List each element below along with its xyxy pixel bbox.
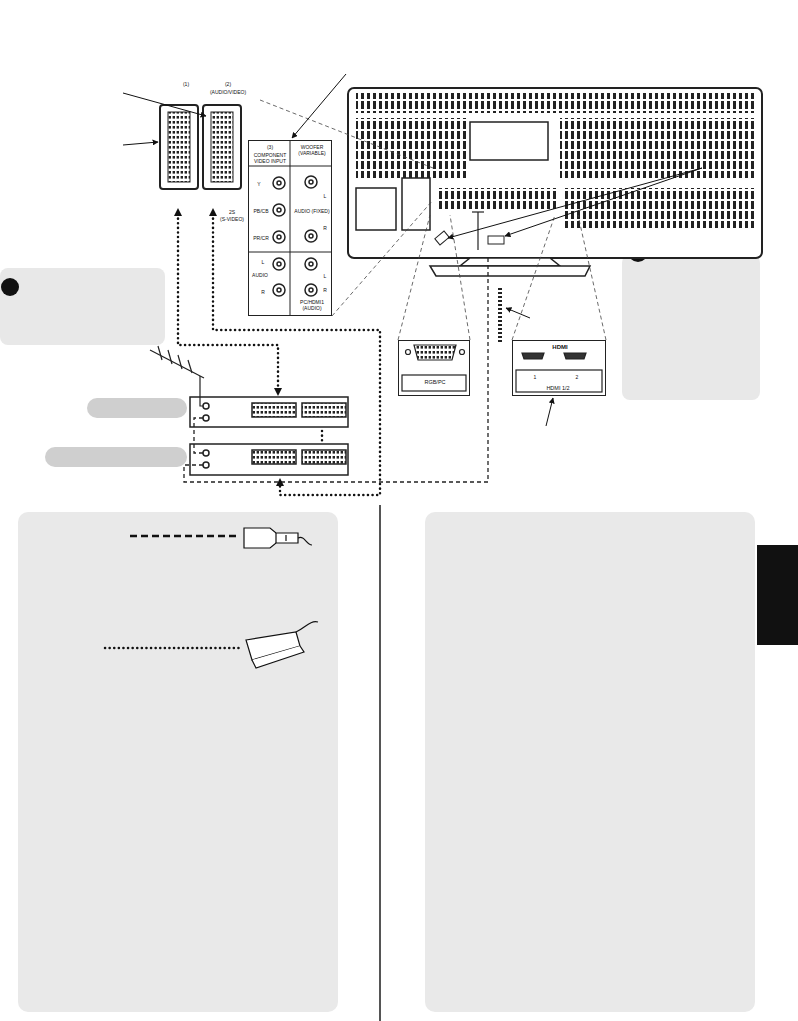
- panel-label: COMPONENT VIDEO INPUT: [250, 152, 290, 164]
- panel-label: AUDIO: [252, 272, 268, 278]
- divider: [379, 505, 381, 1021]
- hdmi-port: [516, 353, 602, 392]
- connector-panel: (3) COMPONENT VIDEO INPUT Y PB/CB PR/CR L AUDI…: [248, 140, 332, 316]
- note-panel: [18, 512, 338, 1012]
- device-label-pill: [45, 447, 187, 467]
- panel-label: PR/CR: [253, 235, 269, 241]
- panel-label: RGB/PC: [424, 379, 445, 386]
- panel-label: R: [261, 289, 265, 295]
- scart-cable-sample: [105, 647, 240, 650]
- jack-panel-lines: [248, 140, 332, 316]
- panel-label: 2S: [229, 209, 235, 215]
- tv-rear: [348, 88, 762, 342]
- panel-label: Y: [257, 181, 260, 187]
- zoom-lines: [260, 100, 606, 340]
- panel-label: HDMI 1/2: [546, 385, 569, 392]
- cable-arrowhead: [174, 208, 284, 486]
- panel-label: 2: [576, 374, 579, 380]
- note-panel: [425, 512, 755, 1012]
- panel-label: (2): [225, 81, 231, 87]
- panel-label: HDMI: [552, 344, 567, 351]
- panel-label: R: [323, 225, 327, 231]
- aerial: [150, 346, 204, 406]
- panel-label: R: [323, 287, 327, 293]
- panel-label: (AUDIO/VIDEO): [210, 89, 246, 95]
- panel-label: 1: [534, 374, 537, 380]
- scart-cable: [178, 214, 380, 495]
- callout-panel: [0, 268, 165, 345]
- callout-dot: [1, 278, 19, 296]
- rca-jack: [273, 176, 317, 296]
- panel-label: (S-VIDEO): [220, 216, 244, 222]
- scart-socket: [160, 105, 241, 189]
- coax-plug-icon: [244, 528, 312, 548]
- language-tab: [757, 545, 798, 645]
- device-label-pill: [87, 398, 187, 418]
- connector-panel: (1)(2)(AUDIO/VIDEO)2S(S-VIDEO): [155, 96, 255, 208]
- aerial-cable: [184, 258, 488, 482]
- connector-panel: RGB/PC: [398, 340, 470, 396]
- panel-label: PB/CB: [253, 208, 268, 214]
- panel-label: PC/HDMI1 (AUDIO): [292, 299, 332, 311]
- vga-connector: [402, 345, 466, 391]
- connector-panel: HDMI 1 2HDMI 1/2: [512, 340, 606, 396]
- callout-panel: [622, 255, 760, 400]
- panel-label: WOOFER (VARIABLE): [292, 144, 332, 156]
- leader-arrow: [123, 74, 702, 426]
- panel-label: L: [262, 259, 265, 265]
- aerial-cable-sample: [130, 535, 240, 538]
- vcr: [190, 397, 348, 475]
- panel-label: (1): [183, 81, 189, 87]
- panel-label: L: [324, 193, 327, 199]
- panel-label: (3): [267, 144, 273, 150]
- scart-plug-icon: [246, 622, 318, 668]
- panel-label: AUDIO (FIXED): [294, 208, 329, 214]
- panel-label: L: [324, 273, 327, 279]
